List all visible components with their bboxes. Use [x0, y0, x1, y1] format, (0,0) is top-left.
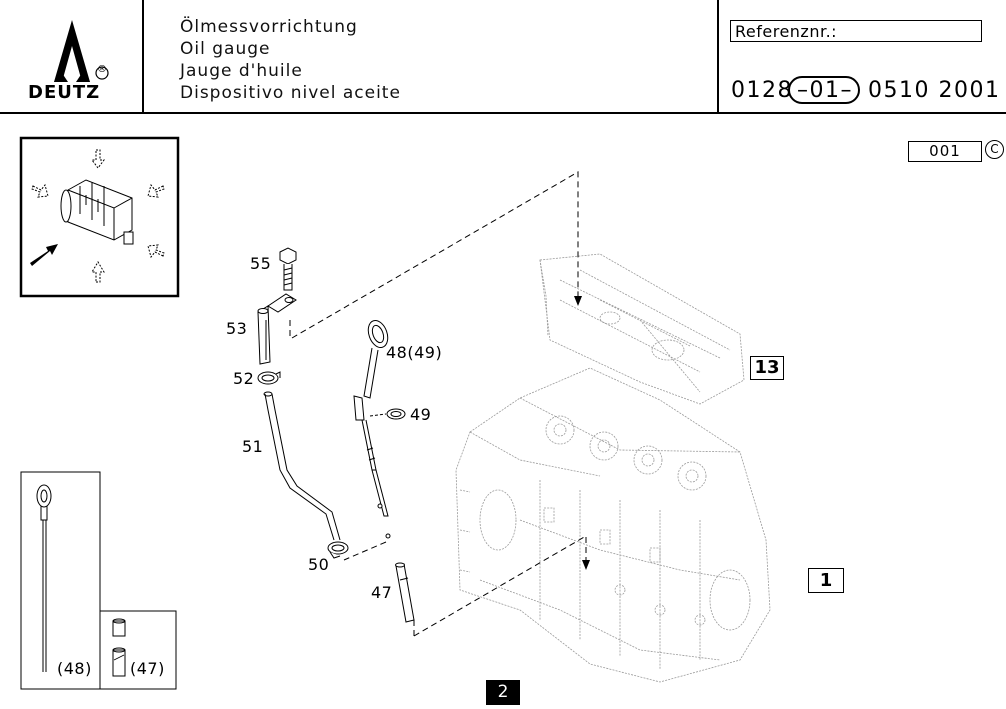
variant-label-47: (47) [130, 659, 165, 678]
callout-52: 52 [233, 369, 255, 388]
clamp-part-52 [257, 371, 281, 385]
reference-number-suffix: 0510 2001 [868, 78, 1001, 103]
title-german: Ölmessvorrichtung [180, 17, 358, 37]
copyright-icon: C [985, 140, 1004, 159]
callout-48: 48(49) [386, 343, 443, 362]
title-english: Oil gauge [180, 39, 271, 59]
callout-49: 49 [410, 405, 432, 424]
logo-text: DEUTZ [28, 82, 101, 103]
orientation-view-inset [19, 136, 180, 298]
reference-number-prefix: 0128 [731, 78, 793, 103]
dipstick-part-48 [353, 319, 389, 517]
variant-panel [20, 471, 177, 690]
deutz-logo-mark-icon [54, 20, 109, 82]
registered-mark: ® [97, 64, 107, 75]
leader-lines [289, 171, 587, 637]
end-piece-part-47 [385, 533, 415, 623]
bolt-part-55 [279, 247, 297, 291]
header-divider-left [142, 0, 144, 112]
variant-label-48: (48) [57, 659, 92, 678]
callout-55: 55 [250, 254, 272, 273]
bent-tube-part-51 [263, 391, 341, 541]
header-bottom-rule [0, 112, 1006, 114]
engine-block-ghost [455, 367, 771, 683]
callout-50: 50 [308, 555, 330, 574]
clamp-part-50 [327, 541, 349, 559]
header-divider-right [717, 0, 719, 112]
page-number-badge: 2 [486, 680, 520, 705]
engine-cover-ghost [539, 253, 745, 405]
reference-number-group: –01– [797, 78, 853, 103]
group-reference-1[interactable]: 1 [808, 568, 844, 593]
o-ring-part-49 [369, 408, 406, 420]
title-french: Jauge d'huile [180, 61, 303, 81]
position-number: 001 [908, 141, 982, 162]
callout-53: 53 [226, 319, 248, 338]
title-spanish: Dispositivo nivel aceite [180, 83, 401, 103]
group-reference-13[interactable]: 13 [750, 356, 784, 380]
guide-tube-part-53 [257, 293, 297, 365]
deutz-logo: ® DEUTZ [24, 16, 124, 106]
callout-47: 47 [371, 583, 393, 602]
callout-51: 51 [242, 437, 264, 456]
reference-label: Referenznr.: [730, 20, 982, 42]
reference-number-highlight [788, 76, 860, 104]
